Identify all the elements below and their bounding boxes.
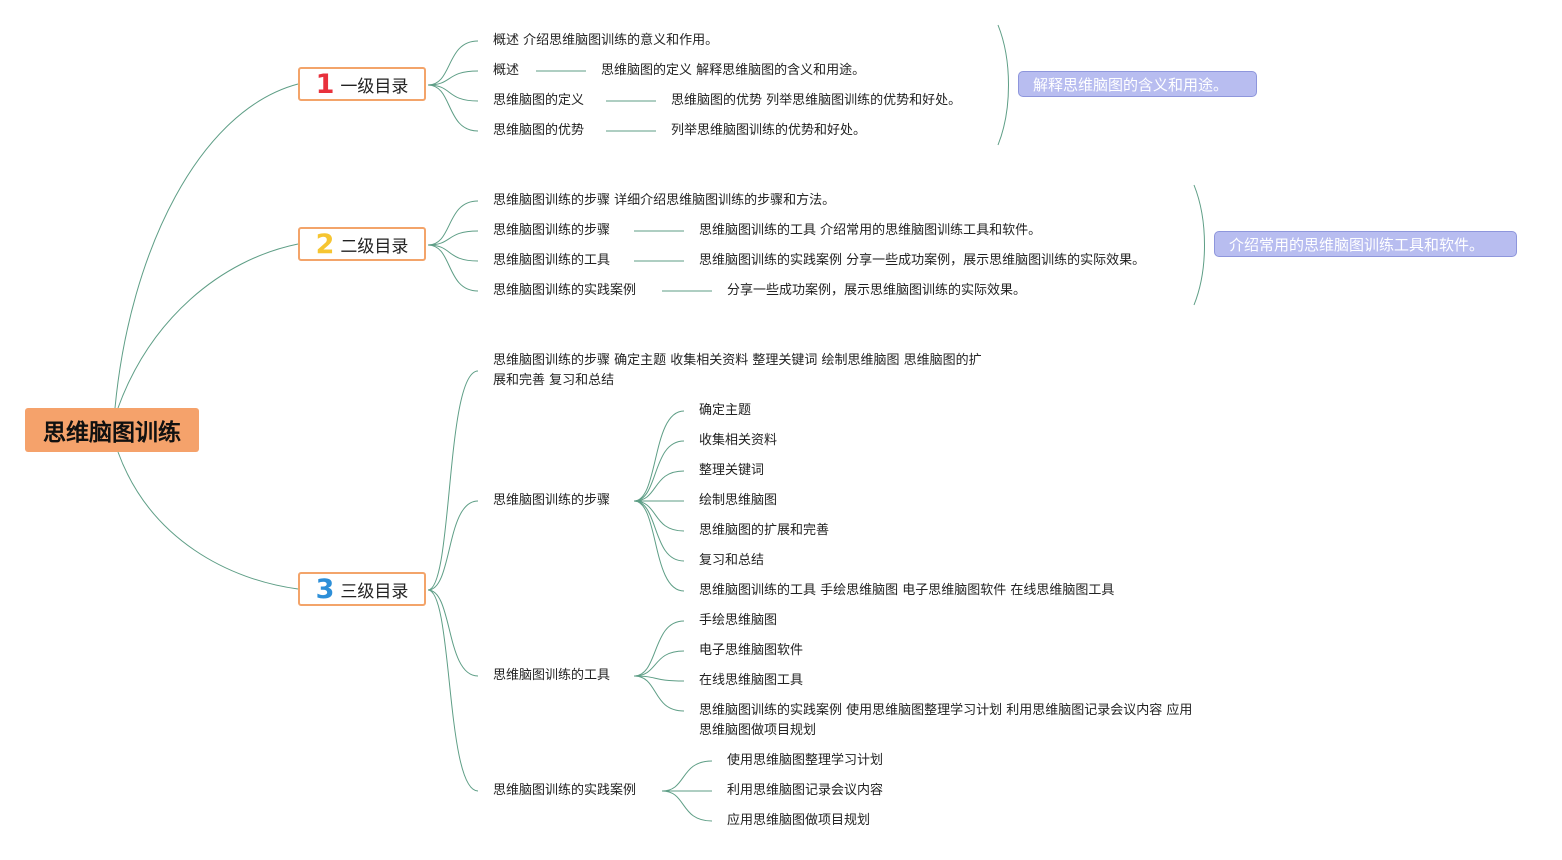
branch-label: 三级目录: [340, 581, 409, 602]
summary-brace: [1193, 184, 1205, 306]
branch-label: 二级目录: [340, 236, 409, 257]
topic-node[interactable]: 思维脑图训练的实践案例: [493, 283, 637, 298]
subtopic-node[interactable]: 思维脑图的扩展和完善: [699, 523, 830, 538]
subtopic-node[interactable]: 复习和总结: [699, 553, 765, 568]
topic-node[interactable]: 思维脑图训练的工具: [493, 253, 611, 268]
topic-node[interactable]: 思维脑图的优势: [493, 123, 585, 138]
number-badge: 3: [315, 573, 335, 605]
branch-curve: [633, 470, 685, 502]
branch-curve: [633, 675, 685, 682]
subtopic-node[interactable]: 整理关键词: [699, 463, 765, 478]
topic-node[interactable]: 概述: [493, 63, 520, 78]
branch-curve: [661, 790, 713, 822]
subtopic-node[interactable]: 绘制思维脑图: [699, 493, 778, 508]
topic-node[interactable]: 思维脑图训练的工具: [493, 668, 611, 683]
branch-curve: [633, 500, 685, 532]
branch-curve: [633, 650, 685, 677]
branch-curve: [661, 760, 713, 792]
subtopic-node[interactable]: 在线思维脑图工具: [699, 673, 804, 688]
subtopic-node[interactable]: 手绘思维脑图: [699, 613, 778, 628]
summary-node[interactable]: 解释思维脑图的含义和用途。: [1018, 71, 1257, 97]
branch-curve: [633, 410, 685, 502]
branch-curve: [427, 244, 479, 292]
branch-node-2[interactable]: 2 二级目录: [298, 227, 426, 261]
subtopic-node[interactable]: 思维脑图训练的工具 手绘思维脑图 电子思维脑图软件 在线思维脑图工具: [699, 583, 1115, 598]
topic-node[interactable]: 思维脑图训练的步骤: [493, 223, 611, 238]
branch-curve: [427, 230, 479, 246]
root-link: [117, 243, 299, 409]
topic-node[interactable]: 思维脑图训练的步骤: [493, 493, 611, 508]
subtopic-node[interactable]: 列举思维脑图训练的优势和好处。: [671, 123, 867, 138]
topic-node[interactable]: 概述 介绍思维脑图训练的意义和作用。: [493, 33, 719, 48]
branch-curve: [427, 500, 479, 591]
branch-node-3[interactable]: 3 三级目录: [298, 572, 426, 606]
root-link: [114, 83, 299, 409]
branch-curve: [633, 620, 685, 677]
subtopic-node[interactable]: 确定主题: [699, 403, 752, 418]
subtopic-node[interactable]: 思维脑图训练的工具 介绍常用的思维脑图训练工具和软件。: [699, 223, 1042, 238]
number-badge: 2: [315, 228, 335, 260]
branch-curve: [633, 440, 685, 502]
summary-brace: [997, 24, 1009, 146]
branch-curve: [427, 40, 479, 86]
branch-curve: [427, 244, 479, 262]
root-node[interactable]: 思维脑图训练: [25, 408, 199, 452]
subtopic-node[interactable]: 利用思维脑图记录会议内容: [727, 783, 884, 798]
subtopic-node[interactable]: 使用思维脑图整理学习计划: [727, 753, 884, 768]
branch-curve: [633, 675, 685, 712]
subtopic-node[interactable]: 收集相关资料: [699, 433, 778, 448]
topic-node[interactable]: 思维脑图训练的步骤 确定主题 收集相关资料 整理关键词 绘制思维脑图 思维脑图的…: [493, 353, 982, 388]
number-badge: 1: [315, 68, 335, 100]
branch-curve: [427, 200, 479, 246]
branch-curve: [633, 500, 685, 592]
subtopic-node[interactable]: 分享一些成功案例，展示思维脑图训练的实际效果。: [727, 283, 1027, 298]
root-link: [117, 451, 299, 590]
branch-curve: [427, 370, 479, 591]
subtopic-node[interactable]: 应用思维脑图做项目规划: [727, 813, 871, 828]
branch-curve: [633, 500, 685, 562]
subtopic-node[interactable]: 思维脑图训练的实践案例 分享一些成功案例，展示思维脑图训练的实际效果。: [699, 253, 1146, 268]
branch-label: 一级目录: [340, 76, 409, 97]
topic-node[interactable]: 思维脑图的定义: [493, 93, 585, 108]
subtopic-node[interactable]: 电子思维脑图软件: [699, 643, 804, 658]
subtopic-node[interactable]: 思维脑图的优势 列举思维脑图训练的优势和好处。: [671, 93, 962, 108]
subtopic-node[interactable]: 思维脑图的定义 解释思维脑图的含义和用途。: [601, 63, 866, 78]
topic-node[interactable]: 思维脑图训练的实践案例: [493, 783, 637, 798]
branch-node-1[interactable]: 1 一级目录: [298, 67, 426, 101]
summary-node[interactable]: 介绍常用的思维脑图训练工具和软件。: [1214, 231, 1517, 257]
branch-curve: [427, 84, 479, 102]
branch-curve: [427, 589, 479, 677]
branch-curve: [427, 70, 479, 86]
branch-curve: [427, 589, 479, 792]
subtopic-node[interactable]: 思维脑图训练的实践案例 使用思维脑图整理学习计划 利用思维脑图记录会议内容 应用…: [699, 703, 1193, 738]
topic-node[interactable]: 思维脑图训练的步骤 详细介绍思维脑图训练的步骤和方法。: [493, 193, 836, 208]
branch-curve: [427, 84, 479, 132]
